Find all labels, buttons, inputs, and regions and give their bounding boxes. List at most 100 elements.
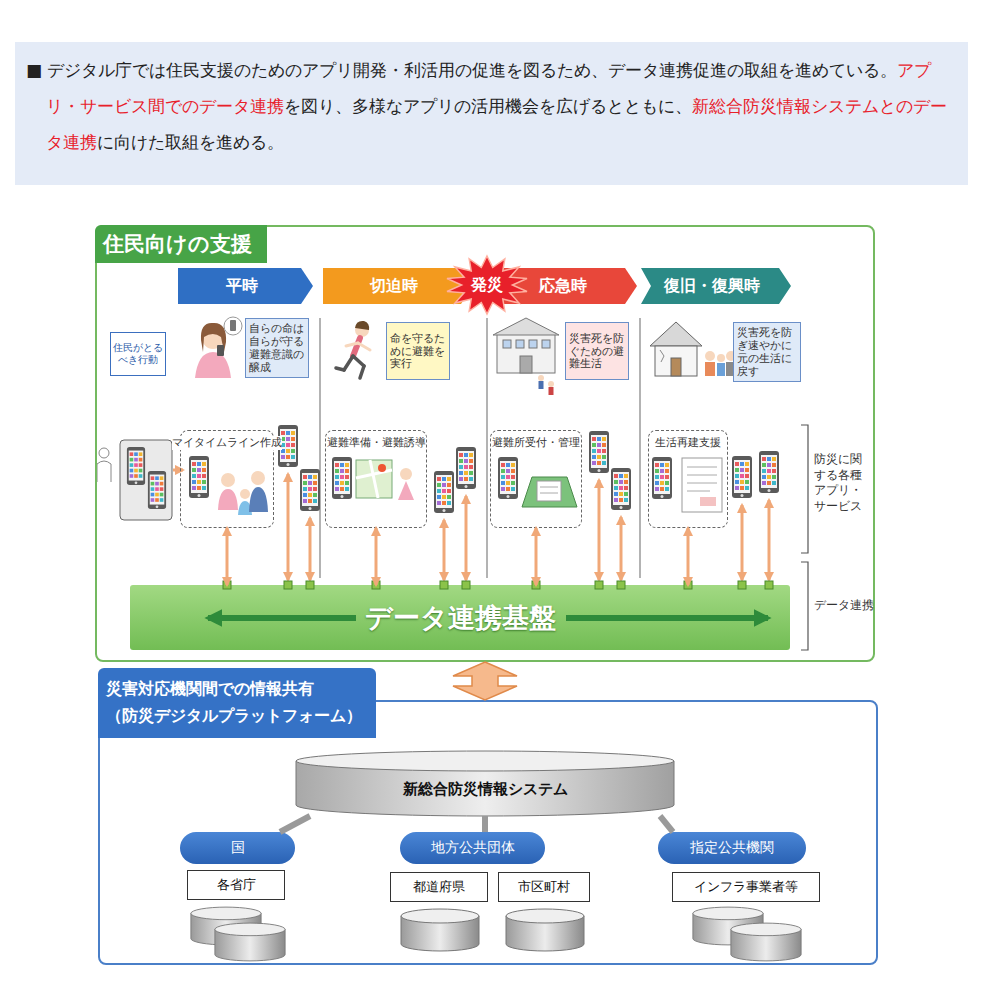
link-port [617, 581, 625, 589]
runner-illustration [360, 366, 364, 378]
database-symbol [215, 923, 285, 961]
house-illustration [650, 322, 702, 346]
service-label: 避難所受付・管理 [492, 436, 580, 450]
app-link-arrow [465, 496, 468, 580]
intro-text: を図り、多様なアプリの活用機会を広げるとともに、 [284, 96, 692, 116]
app-phone [434, 471, 454, 513]
runner-illustration [346, 343, 358, 346]
house-illustration [717, 354, 725, 362]
exchange-arrow [453, 662, 517, 700]
bracket-label: 防災に関する各種アプリ・サービス [814, 452, 866, 514]
map-illustration [378, 464, 386, 472]
link-port [765, 581, 773, 589]
org-box: 市区町村 [498, 872, 590, 902]
link-port [684, 581, 692, 589]
app-link-arrow [741, 505, 744, 580]
shelter-illustration [497, 333, 555, 373]
app-phone [611, 468, 631, 510]
phase-divider [320, 318, 640, 578]
agency-pill: 国 [180, 832, 295, 864]
family-illustration [249, 487, 268, 512]
tablet-reception [540, 487, 558, 488]
agency-pill: 地方公共団体 [400, 832, 545, 864]
family-illustration [221, 473, 235, 487]
org-label: 各省庁 [217, 876, 256, 894]
goal-callout: 災害死を防ぎ速やかに元の生活に戻す [733, 322, 801, 382]
link-port [223, 581, 231, 589]
phase-divider [639, 318, 641, 578]
tablet-reception [537, 481, 561, 501]
app-service-box: 避難所受付・管理 [490, 430, 582, 528]
callout-text: 命を守るために避難を実行 [390, 332, 446, 370]
app-service-box: 生活再建支援 [648, 430, 728, 528]
document-illustration [687, 475, 717, 476]
org-label: 市区町村 [518, 878, 570, 896]
system-cylinder: 新総合防災情報システム [295, 750, 675, 816]
map-illustration [356, 460, 392, 498]
phase-arrow: 平時 [178, 268, 313, 304]
database-symbol [506, 909, 584, 951]
intro-band [15, 42, 968, 185]
phase-arrow: 切迫時 [323, 268, 473, 304]
shelter-illustration [520, 356, 532, 373]
woman-illustration [230, 320, 236, 331]
bracket [801, 425, 808, 650]
runner-illustration [358, 343, 370, 350]
service-label: 避難準備・避難誘導 [327, 436, 426, 450]
link-port [532, 581, 540, 589]
link-port [284, 581, 292, 589]
org-label: 都道府県 [413, 878, 465, 896]
house-illustration [660, 350, 664, 362]
agency-label: 指定公共機関 [690, 839, 774, 857]
link-port [440, 581, 448, 589]
house-illustration [671, 358, 681, 376]
tablet-reception [540, 493, 558, 494]
platform-arrow [208, 615, 768, 621]
runner-illustration [344, 356, 353, 370]
app-link-arrow [768, 500, 771, 580]
woman-illustration [195, 317, 242, 378]
house-illustration [717, 363, 725, 376]
runner-illustration [336, 368, 344, 370]
runner-illustration [336, 321, 370, 378]
goal-callout: 自らの命は自らが守る避難意識の醸成 [245, 318, 309, 378]
tablet-illustration [173, 469, 183, 472]
node-outline [296, 751, 674, 771]
phase-arrow: 復旧・復興時 [641, 268, 791, 304]
shelter-illustration [529, 340, 537, 348]
shelter-illustration [493, 318, 559, 395]
map-illustration [356, 460, 414, 500]
house-illustration [655, 346, 697, 376]
node-outline [323, 268, 473, 304]
link-port [462, 581, 470, 589]
phase-label: 平時 [226, 276, 266, 297]
app-link-arrow [620, 517, 623, 580]
link-port [306, 581, 314, 589]
callout-text: 自らの命は自らが守る避難意識の醸成 [249, 322, 305, 373]
disaster-burst: 発災 [446, 256, 528, 314]
intro-text: ■ デジタル庁では住民支援のためのアプリ開発・利活用の促進を図るため、データ連携… [26, 60, 897, 80]
org-box: 都道府県 [390, 872, 488, 902]
phase-label: 応急時 [539, 276, 595, 297]
phase-arrow: 応急時 [497, 268, 637, 304]
app-phone [498, 457, 518, 499]
document-illustration [687, 491, 710, 492]
platform-arrow [566, 615, 768, 621]
map-illustration [398, 481, 414, 500]
app-phone [300, 469, 320, 511]
shelter-illustration [548, 381, 554, 387]
tablet-illustration [120, 440, 172, 520]
tablet-illustration [148, 471, 166, 509]
tablet-reception [522, 477, 577, 507]
family-illustration [218, 489, 238, 510]
phase-divider [319, 318, 321, 578]
shelter-illustration [516, 340, 524, 348]
document-illustration [682, 458, 722, 512]
system-label: 新総合防災情報システム [403, 768, 568, 799]
link-port [738, 581, 746, 589]
tablet-illustration [99, 448, 109, 458]
tablet-reception [522, 477, 577, 507]
runner-illustration [355, 321, 369, 330]
